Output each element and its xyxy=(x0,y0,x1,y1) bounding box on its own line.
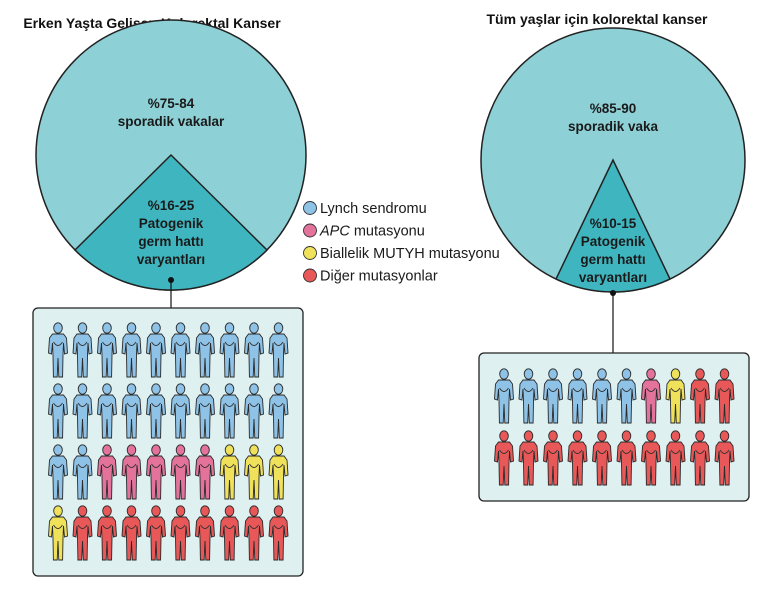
legend-dot-other xyxy=(303,268,317,283)
left-germline-line1: Patogenik xyxy=(139,216,204,231)
legend-label-lynch: Lynch sendromu xyxy=(320,201,427,217)
right-sporadic-percent: %85-90 xyxy=(590,101,637,116)
right-people-box xyxy=(478,352,750,502)
left-germline-line3: varyantları xyxy=(137,252,205,267)
left-sporadic-percent: %75-84 xyxy=(148,96,195,111)
legend-dot-mutyh xyxy=(303,246,317,260)
left-pie: %75-84 sporadik vakalar %16-25 Patogenik… xyxy=(35,19,307,291)
left-people-box xyxy=(32,307,304,577)
right-sporadic-label: sporadik vaka xyxy=(568,119,659,134)
right-germline-line1: Patogenik xyxy=(581,234,646,249)
right-germline-line2: germ hattı xyxy=(580,252,645,267)
left-germline-percent: %16-25 xyxy=(148,198,195,213)
legend-label-mutyh: Biallelik MUTYH mutasyonu xyxy=(320,246,500,262)
right-germline-percent: %10-15 xyxy=(590,216,637,231)
right-pie: %85-90 sporadik vaka %10-15 Patogenik ge… xyxy=(480,27,746,293)
left-sporadic-label: sporadik vakalar xyxy=(118,114,225,129)
legend-label-other: Diğer mutasyonlar xyxy=(320,269,438,285)
legend-dot-apc xyxy=(303,223,317,238)
right-title: Tüm yaşlar için kolorektal kanser xyxy=(487,11,709,27)
right-germline-line3: varyantları xyxy=(579,270,647,285)
left-germline-line2: germ hattı xyxy=(138,234,203,249)
legend-label-apc: APC mutasyonu xyxy=(319,224,425,240)
legend-dot-lynch xyxy=(303,201,317,215)
